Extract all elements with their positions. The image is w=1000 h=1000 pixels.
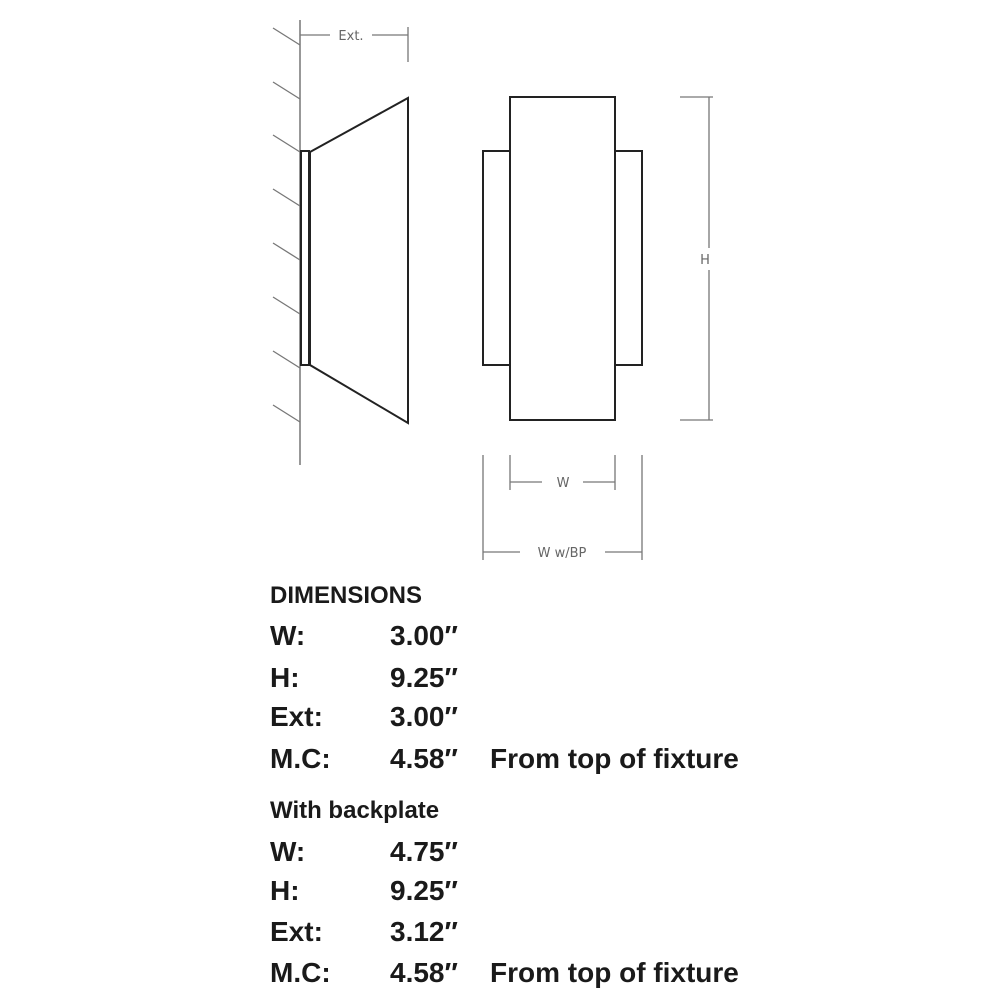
side-backplate <box>300 150 310 366</box>
row-value: 3.00″ <box>390 701 458 732</box>
w-bp-dimension <box>482 455 643 560</box>
row-note: From top of fixture <box>490 957 739 988</box>
row-label: Ext: <box>270 916 323 947</box>
backplate-heading: With backplate <box>270 797 440 824</box>
h-dimension <box>680 96 713 421</box>
right-backplate <box>614 150 643 366</box>
ext-dimension <box>300 27 409 62</box>
row-label: W: <box>270 836 306 867</box>
row-value: 9.25″ <box>390 662 458 693</box>
front-view: H W W w/BP <box>482 96 713 561</box>
row-value: 3.12″ <box>390 916 458 947</box>
row-label: H: <box>270 662 300 693</box>
row-note: From top of fixture <box>490 743 739 774</box>
wall-hatching <box>272 27 301 423</box>
ext-label: Ext. <box>338 29 363 44</box>
row-label: M.C: <box>270 743 331 774</box>
h-label: H <box>700 253 710 268</box>
w-dimension <box>509 455 616 490</box>
row-label: Ext: <box>270 701 323 732</box>
row-value: 3.00″ <box>390 620 458 651</box>
w-bp-label: W w/BP <box>538 546 587 561</box>
row-label: M.C: <box>270 957 331 988</box>
dimensions-heading: DIMENSIONS <box>270 582 423 609</box>
side-fixture-body <box>309 96 409 425</box>
left-backplate <box>482 150 511 366</box>
side-view: Ext. <box>272 20 409 465</box>
row-value: 4.75″ <box>390 836 458 867</box>
row-value: 4.58″ <box>390 957 458 988</box>
row-label: W: <box>270 620 306 651</box>
row-label: H: <box>270 875 300 906</box>
row-value: 4.58″ <box>390 743 458 774</box>
w-label: W <box>557 476 570 491</box>
front-fixture-body <box>509 96 616 421</box>
row-value: 9.25″ <box>390 875 458 906</box>
